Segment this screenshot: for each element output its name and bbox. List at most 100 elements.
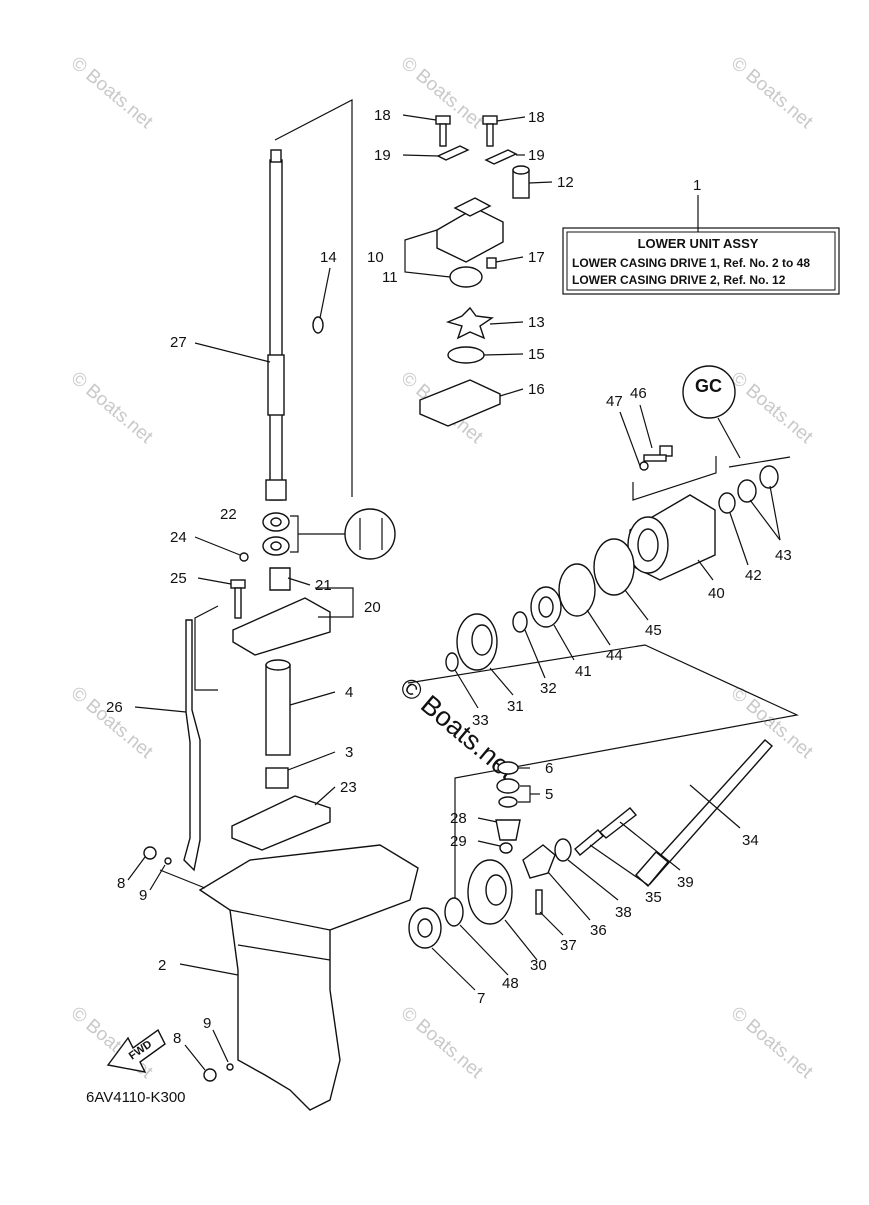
callout-29: 29	[450, 833, 467, 850]
callout-10: 10	[367, 249, 384, 266]
bolt-46	[639, 445, 673, 471]
shift-rod-frame	[194, 605, 219, 691]
spring	[598, 807, 638, 839]
clip-38	[554, 838, 572, 862]
impeller	[445, 306, 494, 340]
bushing	[269, 567, 291, 591]
callout-31: 31	[507, 698, 524, 715]
shim-33	[445, 652, 459, 672]
callout-numbers: 1 2 3 4 5 6 7 8 8 9 9 10 11 12 13 14 15 …	[106, 107, 792, 1047]
callout-25: 25	[170, 570, 187, 587]
bearing-41	[530, 586, 562, 628]
watermark: © Boats.net	[397, 1003, 487, 1084]
callout-42: 42	[745, 567, 762, 584]
callout-14: 14	[320, 249, 337, 266]
gc-detail-bubble	[682, 365, 736, 419]
shim-48	[444, 897, 464, 927]
plunger	[574, 829, 604, 856]
pump-insert	[449, 266, 483, 288]
dog-clutch	[522, 844, 556, 879]
callout-40: 40	[708, 585, 725, 602]
o-ring-45	[593, 538, 635, 596]
callout-39: 39	[677, 874, 694, 891]
pinion-stack	[495, 761, 521, 854]
callout-11: 11	[382, 269, 398, 286]
assembly-box: LOWER UNIT ASSY LOWER CASING DRIVE 1, Re…	[562, 195, 840, 295]
callout-4: 4	[345, 684, 353, 701]
bearing-detail-bubble	[344, 508, 396, 560]
o-ring-44	[558, 563, 596, 617]
key	[312, 316, 324, 334]
seal-43b	[759, 465, 779, 489]
pin	[486, 257, 497, 269]
callout-1: 1	[693, 177, 701, 194]
callout-36: 36	[590, 922, 607, 939]
seal	[265, 767, 289, 789]
seal-43a	[737, 479, 757, 503]
outer-plate	[419, 379, 501, 427]
callout-41: 41	[575, 663, 592, 680]
callout-24: 24	[170, 529, 187, 546]
callout-8b: 8	[173, 1030, 181, 1047]
callout-3: 3	[345, 744, 353, 761]
watermark: © Boats.net	[67, 53, 157, 134]
callout-6: 6	[545, 760, 553, 777]
watermark: © Boats.net	[727, 683, 817, 764]
callout-19b: 19	[528, 147, 545, 164]
callout-23: 23	[340, 779, 357, 796]
callout-9b: 9	[203, 1015, 211, 1032]
pinion-frame	[407, 644, 799, 900]
washer	[239, 552, 249, 562]
callout-17: 17	[528, 249, 545, 266]
callout-27: 27	[170, 334, 187, 351]
callout-33: 33	[472, 712, 489, 729]
callout-8a: 8	[117, 875, 125, 892]
assembly-title: LOWER UNIT ASSY	[638, 236, 759, 251]
callout-12: 12	[557, 174, 574, 191]
callout-5: 5	[545, 786, 553, 803]
forward-gear	[467, 859, 513, 925]
watermark: © Boats.net	[727, 1003, 817, 1084]
watermark: © Boats.net	[727, 368, 817, 449]
drive-shaft-frame	[274, 99, 353, 497]
bearings-22	[262, 512, 290, 556]
bolt-frame	[632, 456, 717, 501]
callout-19a: 19	[374, 147, 391, 164]
assembly-row-1: LOWER CASING DRIVE 1, Ref. No. 2 to 48	[572, 256, 810, 270]
shim-32	[512, 611, 528, 633]
callout-38: 38	[615, 904, 632, 921]
callout-30: 30	[530, 957, 547, 974]
drive-shaft	[265, 149, 287, 501]
callout-28: 28	[450, 810, 467, 827]
diagram-code: 6AV4110-K300	[86, 1089, 186, 1106]
callout-44: 44	[606, 647, 623, 664]
shift-rod	[183, 619, 201, 872]
pump-plates	[436, 145, 518, 165]
callout-26: 26	[106, 699, 123, 716]
bearing-frame	[728, 456, 791, 468]
callout-2: 2	[158, 957, 166, 974]
callout-45: 45	[645, 622, 662, 639]
reverse-gear	[456, 613, 498, 671]
callout-46: 46	[630, 385, 647, 402]
lower-casing	[198, 844, 419, 1111]
callout-18a: 18	[374, 107, 391, 124]
callout-9a: 9	[139, 887, 147, 904]
svg-text:GC: GC	[695, 376, 722, 396]
callout-13: 13	[528, 314, 545, 331]
callout-21: 21	[315, 577, 332, 594]
holder	[232, 597, 331, 656]
callout-34: 34	[742, 832, 759, 849]
watermark: © Boats.net	[727, 53, 817, 134]
pump-tube	[512, 165, 530, 199]
callout-32: 32	[540, 680, 557, 697]
callout-43: 43	[775, 547, 792, 564]
callout-22: 22	[220, 506, 237, 523]
watermark: © Boats.net	[67, 368, 157, 449]
callout-15: 15	[528, 346, 545, 363]
bolt-25	[230, 579, 246, 619]
leader-lines	[127, 114, 781, 1071]
callout-35: 35	[645, 889, 662, 906]
